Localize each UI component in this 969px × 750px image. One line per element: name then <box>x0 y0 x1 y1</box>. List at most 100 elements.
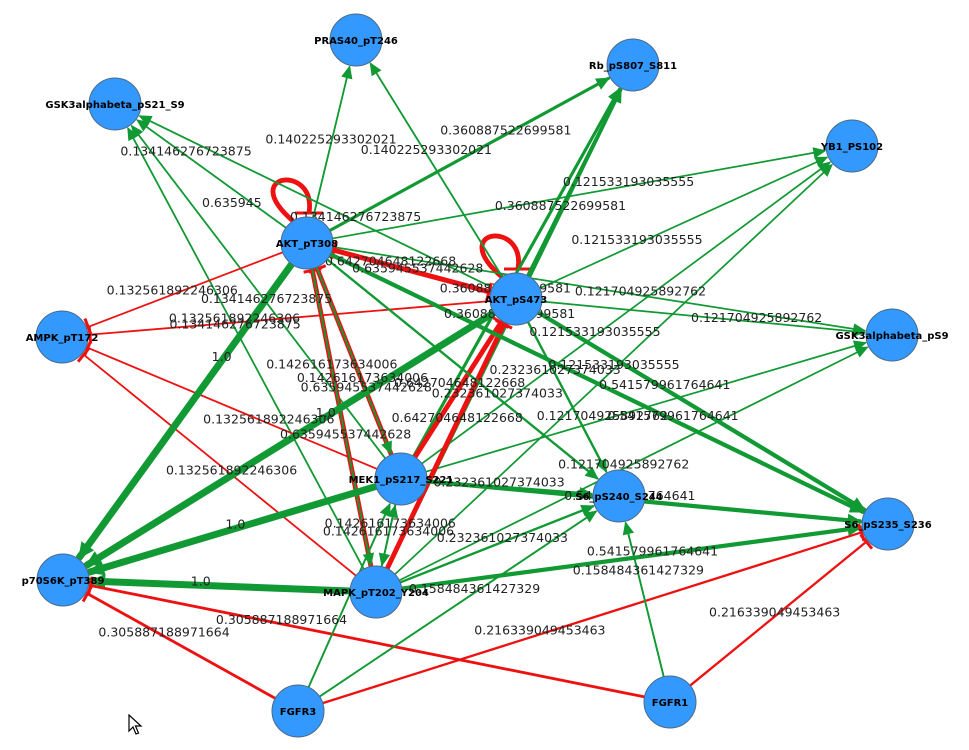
node-label: GSK3alphabeta_pS9 <box>835 331 948 342</box>
edge-label: 0.158484361427329 <box>409 581 540 596</box>
edge-AKT308-MAPK <box>311 267 375 567</box>
edge-FGFR1-S6_235 <box>688 533 874 687</box>
edge-AKT308-S6_240 <box>325 258 599 480</box>
edge-label: 0.635945 <box>202 195 262 210</box>
edge-label: 1.0 <box>212 349 232 364</box>
node-circle[interactable] <box>36 553 90 607</box>
edge-label: 0.134146276723875 <box>120 143 251 158</box>
node-p70s6k[interactable]: p70S6K_pT389 <box>22 553 105 607</box>
edge-AKT308-PRAS40 <box>312 65 353 219</box>
node-rb[interactable]: Rb_pS807_S811 <box>589 38 677 92</box>
edge-label: 0.642704648122668 <box>394 375 525 390</box>
edge-FGFR3-MEK1 <box>307 502 391 689</box>
node-label: S6_pS235_S236 <box>844 520 932 531</box>
edge-AKT473-p70S6K <box>83 309 498 569</box>
edge-layer <box>75 62 874 705</box>
edge-label: 0.142616173634006 <box>323 524 454 539</box>
node-label: YB1_PS102 <box>820 142 883 153</box>
node-circle[interactable] <box>280 216 334 270</box>
edge-MAPK-AKT473 <box>384 319 513 571</box>
edge-label: 0.121704925892762 <box>558 457 689 472</box>
node-label: PRAS40_pT246 <box>314 36 398 47</box>
node-circle[interactable] <box>35 310 89 364</box>
edge-label: 1.0 <box>191 573 211 588</box>
edge-MAPK-GSK3ab21 <box>127 126 365 570</box>
edge-label: 0.635945537442628 <box>352 261 483 276</box>
node-label: FGFR3 <box>280 707 317 718</box>
edge-label: 0.216339049453463 <box>474 622 605 637</box>
edge-label: 0.140225293302021 <box>361 142 492 157</box>
edge-label: 0.642704648122668 <box>392 410 523 425</box>
node-circle[interactable] <box>865 308 919 362</box>
node-pras40[interactable]: PRAS40_pT246 <box>314 13 398 67</box>
edge-AKT308-Rb <box>328 76 611 233</box>
edge-label: 0.121533193035555 <box>548 357 679 372</box>
edge-label: 1.0 <box>225 516 245 531</box>
edge-MEK1-p70S6K <box>86 482 380 576</box>
edge-label: 0.132561892246306 <box>203 412 334 427</box>
node-mek1[interactable]: MEK1_pS217_S221 <box>349 452 454 506</box>
edge-AKT473-GSK3ab21 <box>138 115 494 289</box>
edge-MAPK-GSK3ab9 <box>398 346 869 582</box>
edge-FGFR3-S6_240 <box>318 510 598 698</box>
node-mapk[interactable]: MAPK_pT202_Y204 <box>323 565 429 619</box>
edge-label: 0.132561892246306 <box>169 311 300 326</box>
node-circle[interactable] <box>606 38 660 92</box>
edge-FGFR1-p70S6K <box>87 576 646 699</box>
node-yb1[interactable]: YB1_PS102 <box>820 119 883 173</box>
node-circle[interactable] <box>489 272 543 326</box>
node-ampk[interactable]: AMPK_pT172 <box>26 310 99 364</box>
edge-label: 0.232361027374033 <box>490 362 621 377</box>
node-s6_240[interactable]: S6_pS240_S244 <box>575 469 663 523</box>
node-label: AKT_pT308 <box>276 239 338 250</box>
edge-label: 0.635945537442628 <box>280 426 411 441</box>
node-akt473[interactable]: AKT_pS473 <box>485 272 548 326</box>
edge-label: 0.132561892246306 <box>166 463 297 478</box>
node-label: MEK1_pS217_S221 <box>349 475 454 486</box>
edge-AKT308-YB1 <box>331 147 827 240</box>
node-fgfr1[interactable]: FGFR1 <box>643 675 697 729</box>
node-circle[interactable] <box>643 675 697 729</box>
edge-label: 0.121704925892762 <box>537 408 668 423</box>
edge-label: 0.134146276723875 <box>201 291 332 306</box>
mouse-cursor-icon <box>128 714 143 735</box>
node-circle[interactable] <box>329 13 383 67</box>
edge-label: 0.360887522699581 <box>440 122 571 137</box>
node-circle[interactable] <box>592 469 646 523</box>
edge-label: 0.232361027374033 <box>432 385 563 400</box>
node-label: GSK3alphabeta_pS21_S9 <box>45 100 184 111</box>
node-circle[interactable] <box>861 497 915 551</box>
edge-label: 1.0 <box>316 405 336 420</box>
node-fgfr3[interactable]: FGFR3 <box>271 684 325 738</box>
node-label: MAPK_pT202_Y204 <box>323 588 429 599</box>
edge-label: 0.541579961764641 <box>587 543 718 558</box>
edge-label: 0.232361027374033 <box>433 475 564 490</box>
node-label: p70S6K_pT389 <box>22 576 105 587</box>
edge-label: 0.134146276723875 <box>290 209 421 224</box>
edge-label: 0.134146276723875 <box>169 316 300 331</box>
edge-label: 0.121533193035555 <box>571 232 702 247</box>
node-circle[interactable] <box>825 119 879 173</box>
node-gsk3ab21[interactable]: GSK3alphabeta_pS21_S9 <box>45 77 185 131</box>
node-circle[interactable] <box>374 452 428 506</box>
node-circle[interactable] <box>349 565 403 619</box>
node-label: AMPK_pT172 <box>26 333 99 344</box>
node-label: S6_pS240_S244 <box>575 492 663 503</box>
edge-MAPK-AMPK <box>76 346 357 577</box>
node-gsk3ab9[interactable]: GSK3alphabeta_pS9 <box>835 308 949 362</box>
edge-AKT308-p70S6K <box>75 260 296 561</box>
node-label: AKT_pS473 <box>485 295 548 306</box>
edge-AKT473-PRAS40 <box>369 62 504 278</box>
node-s6_235[interactable]: S6_pS235_S236 <box>844 497 932 551</box>
node-akt308[interactable]: AKT_pT308 <box>276 216 338 270</box>
node-circle[interactable] <box>88 77 142 131</box>
edge-label: 0.541579961764641 <box>599 377 730 392</box>
edge-label-layer: 0.635945 0.1402252933020210.1402252933020… <box>98 122 840 639</box>
edge-label: 0.121533193035555 <box>529 324 660 339</box>
edge-label: 0.635945537442628 <box>301 380 432 395</box>
edge-label: 0.140225293302021 <box>265 132 396 147</box>
node-circle[interactable] <box>271 684 325 738</box>
edge-label: 0.142616173634006 <box>297 370 428 385</box>
node-label: Rb_pS807_S811 <box>589 61 677 72</box>
